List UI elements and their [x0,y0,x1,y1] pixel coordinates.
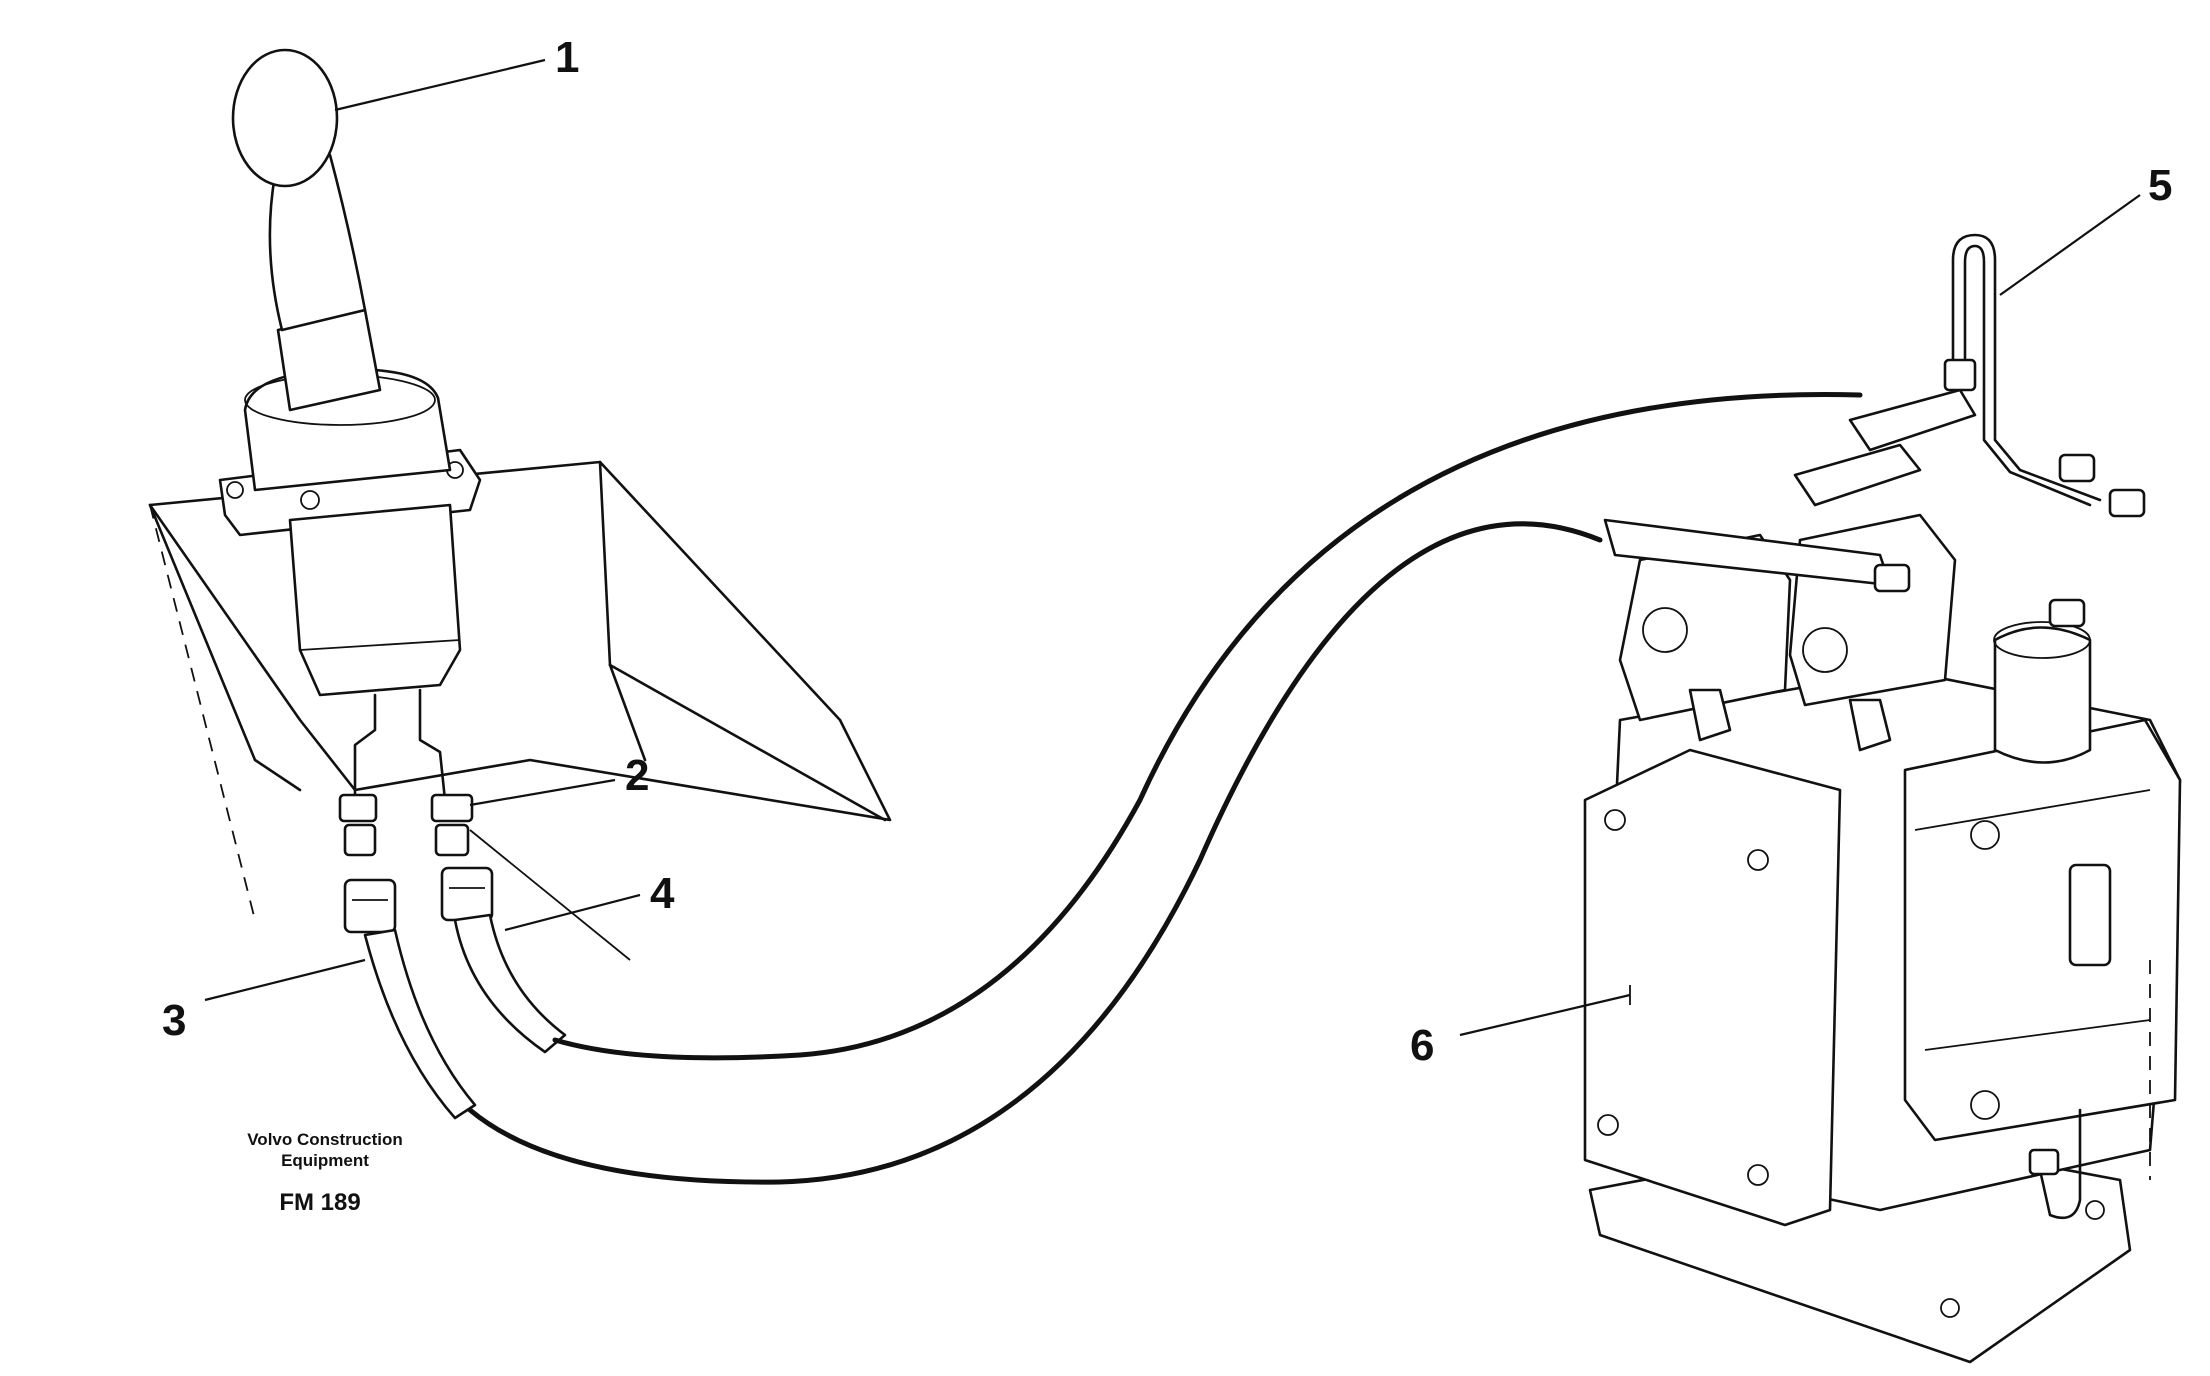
hoses [363,391,1863,1185]
callout-4: 4 [650,869,675,918]
caption-block: Volvo Construction Equipment FM 189 [247,1130,403,1216]
valve-block [1583,233,2182,1364]
callout-leaders [204,58,2141,1037]
caption-figure-code: FM 189 [279,1189,360,1216]
callout-6: 6 [1410,1021,1434,1070]
joystick-console [148,48,892,961]
callout-2: 2 [625,751,649,800]
callout-5: 5 [2148,161,2172,210]
caption-company-line1: Volvo Construction [247,1130,403,1149]
callout-1: 1 [555,33,579,82]
callout-3: 3 [162,996,186,1045]
caption-company-line2: Equipment [281,1151,369,1170]
